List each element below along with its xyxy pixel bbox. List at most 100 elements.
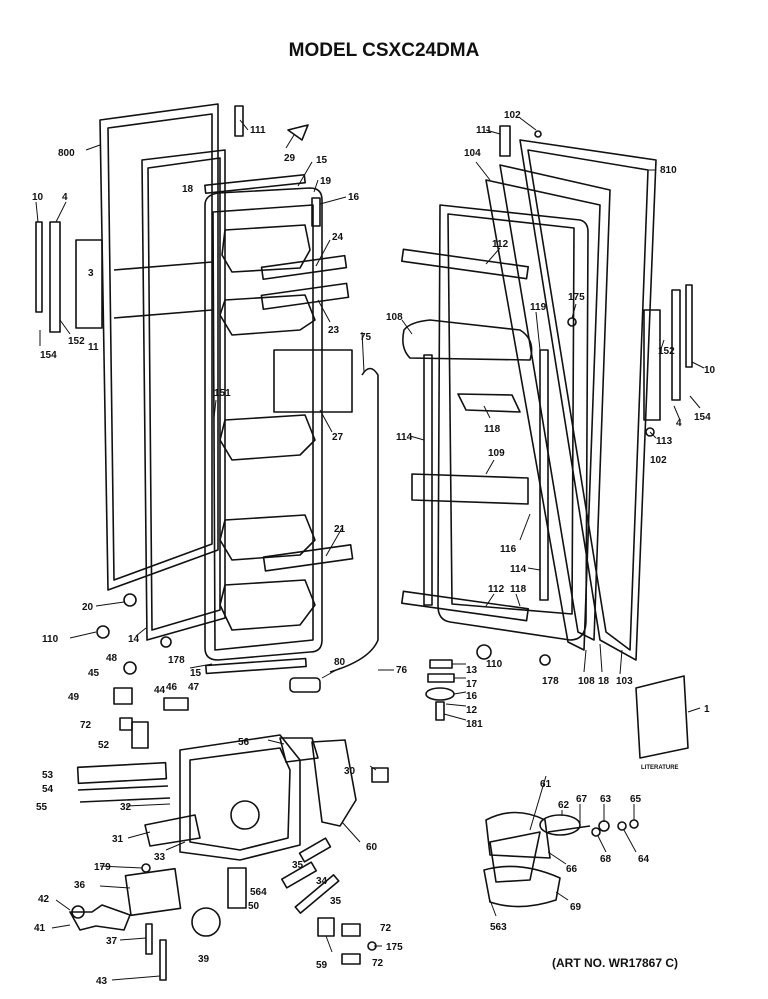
- callout: 108: [578, 676, 595, 687]
- door-bar-112-top: [400, 248, 530, 280]
- callout: 113: [656, 436, 673, 447]
- callout: 18: [598, 676, 610, 687]
- callout: 53: [42, 770, 54, 781]
- diagram-title: MODEL CSXC24DMA: [288, 40, 480, 61]
- part-35-b: [294, 874, 340, 914]
- callout: 61: [540, 779, 552, 790]
- callout: 66: [566, 864, 578, 875]
- callout: 31: [112, 834, 124, 845]
- art-number: (ART NO. WR17867 C): [552, 956, 679, 970]
- callout: 152: [68, 336, 85, 347]
- callout: 112: [492, 239, 509, 250]
- callout: 17: [466, 679, 478, 690]
- callout: 104: [464, 148, 481, 159]
- callout: 3: [88, 268, 94, 279]
- solenoid-56: [279, 737, 319, 763]
- callout: 108: [386, 312, 403, 323]
- callout: 181: [466, 719, 483, 730]
- callout: 80: [334, 657, 346, 668]
- wire-harness-76: [329, 367, 379, 673]
- callout: 13: [466, 665, 478, 676]
- grille-31: [144, 814, 201, 847]
- part-48: [123, 661, 137, 675]
- part-49: [113, 687, 133, 705]
- callout: 36: [74, 880, 86, 891]
- callout-labels: 800 111 29 15 19 16 18 24 23 10 4 3 152 …: [32, 110, 716, 987]
- part-65: [629, 819, 639, 829]
- callout: 27: [332, 432, 344, 443]
- callout: 68: [600, 854, 612, 865]
- hinge-bar-15: [205, 657, 307, 675]
- callout: 102: [650, 455, 667, 466]
- auger-housing-66: [485, 811, 551, 859]
- callout: 50: [248, 901, 260, 912]
- callout: 152: [658, 346, 675, 357]
- part-54: [77, 785, 169, 791]
- part-35-a: [298, 837, 332, 863]
- part-17: [427, 673, 455, 683]
- callout: 55: [36, 802, 48, 813]
- literature-label: LITERATURE: [641, 765, 679, 771]
- part-86: [591, 827, 601, 837]
- callout: 15: [190, 668, 202, 679]
- part-42: [71, 905, 85, 919]
- callout: 60: [366, 842, 378, 853]
- part-16-top: [311, 197, 321, 227]
- callout: 810: [660, 165, 677, 176]
- callout: 76: [396, 665, 408, 676]
- callout: 29: [284, 153, 296, 164]
- callout: 1: [704, 704, 710, 715]
- callout: 178: [542, 676, 559, 687]
- part-72-bottom: [341, 923, 361, 937]
- part-175-right: [567, 317, 577, 327]
- hinge-rod-10-left: [35, 221, 43, 313]
- callout: 43: [96, 976, 108, 987]
- callout: 178: [168, 655, 185, 666]
- callout: 52: [98, 740, 110, 751]
- part-178-left: [160, 636, 172, 648]
- part-80: [289, 677, 321, 693]
- part-30: [371, 767, 389, 783]
- part-178-right: [539, 654, 551, 666]
- door-shelf-23: [260, 282, 350, 311]
- callout: 16: [466, 691, 478, 702]
- part-72-bottom-b: [341, 953, 361, 965]
- door-module-27: [273, 349, 353, 413]
- callout: 109: [488, 448, 505, 459]
- callout: 41: [34, 923, 46, 934]
- callout: 118: [510, 584, 527, 595]
- callout: 175: [568, 292, 585, 303]
- freezer-door-outer-panel: [99, 103, 219, 591]
- part-110-left: [96, 625, 110, 639]
- callout: 116: [500, 544, 517, 555]
- callout: 111: [476, 125, 492, 136]
- motor-39: [191, 907, 221, 937]
- callout: 35: [330, 896, 342, 907]
- callout: 30: [344, 766, 356, 777]
- part-46-47: [163, 697, 189, 711]
- callout: 110: [42, 634, 59, 645]
- callout: 4: [676, 418, 682, 429]
- freezer-door-gasket: [141, 149, 226, 641]
- callout: 72: [380, 923, 392, 934]
- part-67: [547, 825, 591, 833]
- callout: 112: [488, 584, 505, 595]
- literature-booklet: [635, 675, 689, 759]
- callout: 4: [62, 192, 68, 203]
- callout: 118: [484, 424, 501, 435]
- door-bin-109: [411, 473, 529, 505]
- part-110-right: [476, 644, 492, 660]
- part-43: [159, 939, 167, 981]
- callout: 14: [128, 634, 140, 645]
- callout: 75: [360, 332, 372, 343]
- track-114-right: [539, 349, 549, 601]
- callout: 48: [106, 653, 118, 664]
- door-shelf-24: [260, 254, 348, 281]
- callout: 64: [638, 854, 650, 865]
- fresh-food-door-liner: [437, 204, 589, 641]
- callout: 18: [182, 184, 194, 195]
- part-102-top: [534, 130, 542, 138]
- callout: 59: [316, 960, 328, 971]
- freezer-door-liner: [204, 187, 323, 661]
